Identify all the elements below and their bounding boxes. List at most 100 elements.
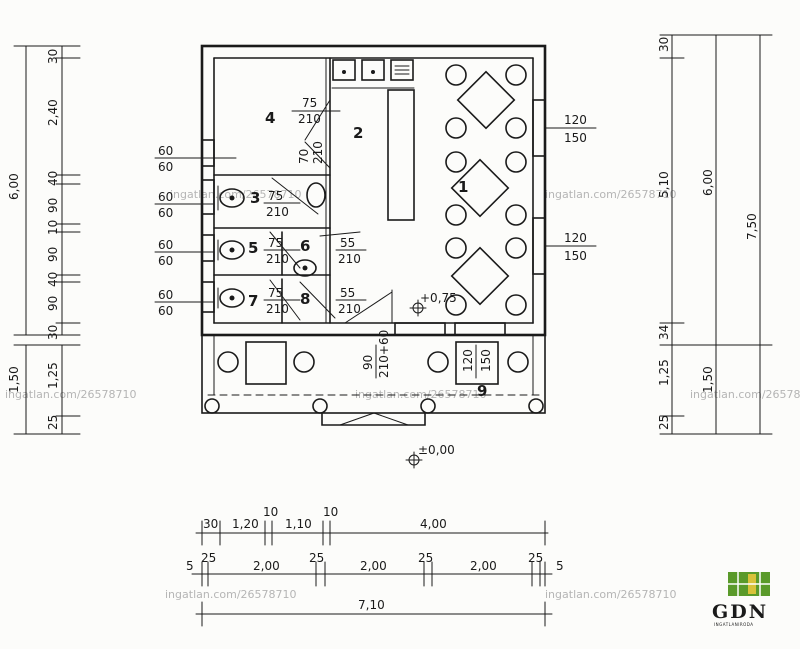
left-dimension-chain: 6,00 30 2,40 40 90 10 90 40 90 30 1,50 1… xyxy=(7,45,81,435)
door-swing-8 xyxy=(299,281,336,319)
bottom-r1-seg-6: 4,00 xyxy=(420,517,447,531)
entrance-door-swing xyxy=(344,291,393,324)
window-7-height: 60 xyxy=(158,304,173,318)
door-4-height: 210 xyxy=(298,112,321,126)
left-porch-total: 1,50 xyxy=(7,366,21,393)
ground-level-label: ±0,00 xyxy=(418,443,455,457)
window-right-top-height: 150 xyxy=(564,131,587,145)
table-1 xyxy=(456,70,516,130)
door-3-width: 75 xyxy=(268,189,283,203)
bottom-r1-seg-3: 10 xyxy=(263,505,278,519)
watermark-5: ingatlan.com/26578710 xyxy=(690,388,800,401)
doors xyxy=(269,99,393,324)
room-4-label: 4 xyxy=(265,109,275,127)
right-middle-label: 5,10 xyxy=(657,171,671,198)
window-right-top xyxy=(532,99,546,157)
window-left-5 xyxy=(201,234,215,262)
door-small-height: 210 xyxy=(311,141,325,164)
left-seg-6: 90 xyxy=(46,247,60,262)
left-seg-8: 90 xyxy=(46,296,60,311)
bottom-r2-seg-1: 5 xyxy=(186,559,194,573)
window-left-7 xyxy=(201,281,215,313)
window-bottom xyxy=(394,322,446,336)
door-8-height: 210 xyxy=(338,302,361,316)
window-3-width: 60 xyxy=(158,190,173,204)
left-seg-4: 90 xyxy=(46,198,60,213)
porch-column-3 xyxy=(420,398,436,414)
floor-level-label: +0,75 xyxy=(420,291,457,305)
door-swing-3 xyxy=(271,177,319,215)
left-seg-5: 10 xyxy=(46,220,60,235)
window-5-width: 60 xyxy=(158,238,173,252)
bottom-dimension-chains: 30 1,20 10 1,10 10 4,00 5 25 2,00 25 2,0… xyxy=(186,505,564,627)
window-right-mid-width: 120 xyxy=(564,231,587,245)
bottom-r2-seg-4: 25 xyxy=(309,551,324,565)
room-labels: 4 2 1 3 5 6 7 8 9 xyxy=(248,109,487,400)
sink-6 xyxy=(293,259,317,277)
bottom-r2-seg-3: 2,00 xyxy=(253,559,280,573)
entrance-width: 90 xyxy=(361,355,375,370)
door-small-width: 70 xyxy=(297,149,311,164)
left-seg-9: 30 xyxy=(46,325,60,340)
room-2-label: 2 xyxy=(353,124,363,142)
left-porch-seg-1: 1,25 xyxy=(46,362,60,389)
watermark-3: ingatlan.com/26578710 xyxy=(5,388,137,401)
right-porch-label: 1,50 xyxy=(701,366,715,393)
watermark-4: ingatlan.com/26578710 xyxy=(355,388,487,401)
sanitary-fixtures xyxy=(217,182,326,309)
window-5-height: 60 xyxy=(158,254,173,268)
porch-window-width: 120 xyxy=(461,349,475,372)
bottom-r2-seg-7: 2,00 xyxy=(470,559,497,573)
table-2 xyxy=(450,158,510,218)
bottom-r2-seg-9: 5 xyxy=(556,559,564,573)
bottom-r1-seg-1: 30 xyxy=(203,517,218,531)
porch-outline xyxy=(201,334,546,414)
door-3-height: 210 xyxy=(266,205,289,219)
entrance-steps xyxy=(321,412,426,426)
left-total-label: 6,00 xyxy=(7,173,21,200)
window-1-width: 60 xyxy=(158,144,173,158)
window-left-3 xyxy=(201,179,215,215)
door-swing-6 xyxy=(319,231,361,237)
window-1-height: 60 xyxy=(158,160,173,174)
bottom-r2-seg-8: 25 xyxy=(528,551,543,565)
logo-name: GDN xyxy=(712,601,768,623)
room-3-label: 3 xyxy=(250,189,260,207)
toilet-5 xyxy=(219,240,245,260)
left-seg-3: 40 xyxy=(46,171,60,186)
porch-column-4 xyxy=(528,398,544,414)
logo-subtitle: INGATLANIRODA xyxy=(714,622,754,627)
door-4-width: 75 xyxy=(302,96,317,110)
porch-table-left xyxy=(245,341,287,385)
urinal-3 xyxy=(306,182,326,208)
porch xyxy=(201,334,546,426)
toilet-7 xyxy=(219,288,245,308)
right-total-label: 7,50 xyxy=(745,213,759,240)
left-porch-seg-2: 25 xyxy=(46,415,60,430)
dining-furniture xyxy=(445,64,527,316)
bottom-r1-seg-5: 10 xyxy=(323,505,338,519)
window-7-width: 60 xyxy=(158,288,173,302)
watermark-6: ingatlan.com/26578710 xyxy=(165,588,297,601)
porch-table-right xyxy=(455,341,499,385)
right-seg-top: 30 xyxy=(657,37,671,52)
entrance-height: 210+60 xyxy=(377,330,391,378)
window-right-mid-height: 150 xyxy=(564,249,587,263)
window-bottom-2 xyxy=(454,322,506,336)
left-seg-1: 30 xyxy=(46,49,60,64)
porch-column-2 xyxy=(312,398,328,414)
bottom-r2-seg-5: 2,00 xyxy=(360,559,387,573)
bottom-r1-seg-4: 1,10 xyxy=(285,517,312,531)
window-right-mid xyxy=(532,217,546,275)
room-1-label: 1 xyxy=(458,178,468,196)
watermark-2: ingatlan.com/26578710 xyxy=(545,188,677,201)
opening-dimensions: 60 60 60 60 60 60 60 60 120 150 120 150 … xyxy=(154,96,597,379)
door-7-width: 75 xyxy=(268,286,283,300)
room-9-label: 9 xyxy=(477,382,487,400)
bottom-r2-seg-2: 25 xyxy=(201,551,216,565)
room-5-label: 5 xyxy=(248,239,258,257)
door-swing-4 xyxy=(304,99,331,141)
right-seg-125: 1,25 xyxy=(657,359,671,386)
door-5-height: 210 xyxy=(266,252,289,266)
